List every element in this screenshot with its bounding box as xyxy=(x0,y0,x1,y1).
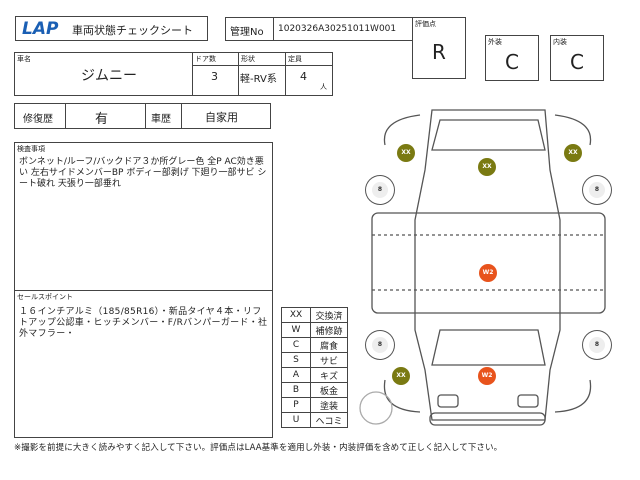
inspection-text: ボンネット/ルーフ/バックドア３か所グレー色 全P AC効き悪い 左右サイドメン… xyxy=(19,157,267,189)
control-no-box: 管理No 1020326A30251011W001 xyxy=(225,17,413,41)
capacity: 4 xyxy=(300,70,307,83)
legend-meaning: キズ xyxy=(310,367,348,383)
repair-history: 有 xyxy=(95,112,109,127)
doors-label: ドア数 xyxy=(195,55,216,63)
capacity-label: 定員 xyxy=(288,55,302,63)
sales-points-label: セールスポイント xyxy=(17,293,73,301)
control-no-label: 管理No xyxy=(230,27,264,38)
legend-code: C xyxy=(281,337,311,353)
car-diagram xyxy=(359,109,606,426)
tire-marker: 8 xyxy=(372,182,388,198)
control-no: 1020326A30251011W001 xyxy=(278,24,397,34)
tire-marker: 8 xyxy=(589,182,605,198)
legend-code: U xyxy=(281,412,311,428)
vehicle-name-label: 車名 xyxy=(17,55,31,63)
w2-marker: W2 xyxy=(479,264,497,282)
legend-code: W xyxy=(281,322,311,338)
xx-marker: XX xyxy=(564,144,582,162)
header-title-box: LAP 車両状態チェックシート xyxy=(15,16,208,41)
overall-grade-label: 評価点 xyxy=(415,20,436,28)
xx-marker: XX xyxy=(397,144,415,162)
overall-grade: R xyxy=(432,40,446,64)
usage-label: 車歴 xyxy=(151,114,171,125)
sheet-title: 車両状態チェックシート xyxy=(72,24,193,37)
exterior-grade-label: 外装 xyxy=(488,38,502,46)
legend-code: P xyxy=(281,397,311,413)
sales-points-text: １６インチアルミ（185/85R16）・新品タイヤ４本・リフトアップ公認車・ヒッ… xyxy=(19,307,268,339)
interior-grade-label: 内装 xyxy=(553,38,567,46)
legend-meaning: サビ xyxy=(310,352,348,368)
interior-grade: C xyxy=(570,50,584,74)
repair-history-label: 修復歴 xyxy=(23,114,53,125)
history-row: 修復歴 有 車歴 自家用 xyxy=(14,103,271,129)
overall-grade-box: 評価点 R xyxy=(412,17,466,79)
vehicle-name: ジムニー xyxy=(81,68,137,84)
legend-code: XX xyxy=(281,307,311,323)
inspection-box: 検査事項 ボンネット/ルーフ/バックドア３か所グレー色 全P AC効き悪い 左右… xyxy=(14,142,273,291)
xx-marker: XX xyxy=(392,367,410,385)
footer-note: ※撮影を前提に大きく読みやすく記入して下さい。評価点はLAA基準を適用し外装・内… xyxy=(14,443,503,453)
legend-code: S xyxy=(281,352,311,368)
legend-meaning: 交換済 xyxy=(310,307,348,323)
exterior-grade: C xyxy=(505,50,519,74)
legend-meaning: ヘコミ xyxy=(310,412,348,428)
shape: 軽-RV系 xyxy=(240,74,277,85)
legend-meaning: 塗装 xyxy=(310,397,348,413)
capacity-unit: 人 xyxy=(320,83,327,91)
tire-marker: 8 xyxy=(589,337,605,353)
legend-meaning: 腐食 xyxy=(310,337,348,353)
logo: LAP xyxy=(22,19,59,39)
vehicle-info-row: 車名 ジムニー ドア数 3 形状 軽-RV系 定員 4 人 xyxy=(14,52,333,96)
usage: 自家用 xyxy=(205,111,238,124)
doors: 3 xyxy=(211,70,218,83)
legend-code: A xyxy=(281,367,311,383)
inspection-label: 検査事項 xyxy=(17,145,45,153)
legend-meaning: 補修跡 xyxy=(310,322,348,338)
xx-marker: XX xyxy=(478,158,496,176)
shape-label: 形状 xyxy=(241,55,255,63)
sales-points-box: セールスポイント １６インチアルミ（185/85R16）・新品タイヤ４本・リフト… xyxy=(14,290,273,438)
w2-marker: W2 xyxy=(478,367,496,385)
legend-code: B xyxy=(281,382,311,398)
legend-meaning: 板金 xyxy=(310,382,348,398)
tire-marker: 8 xyxy=(372,337,388,353)
